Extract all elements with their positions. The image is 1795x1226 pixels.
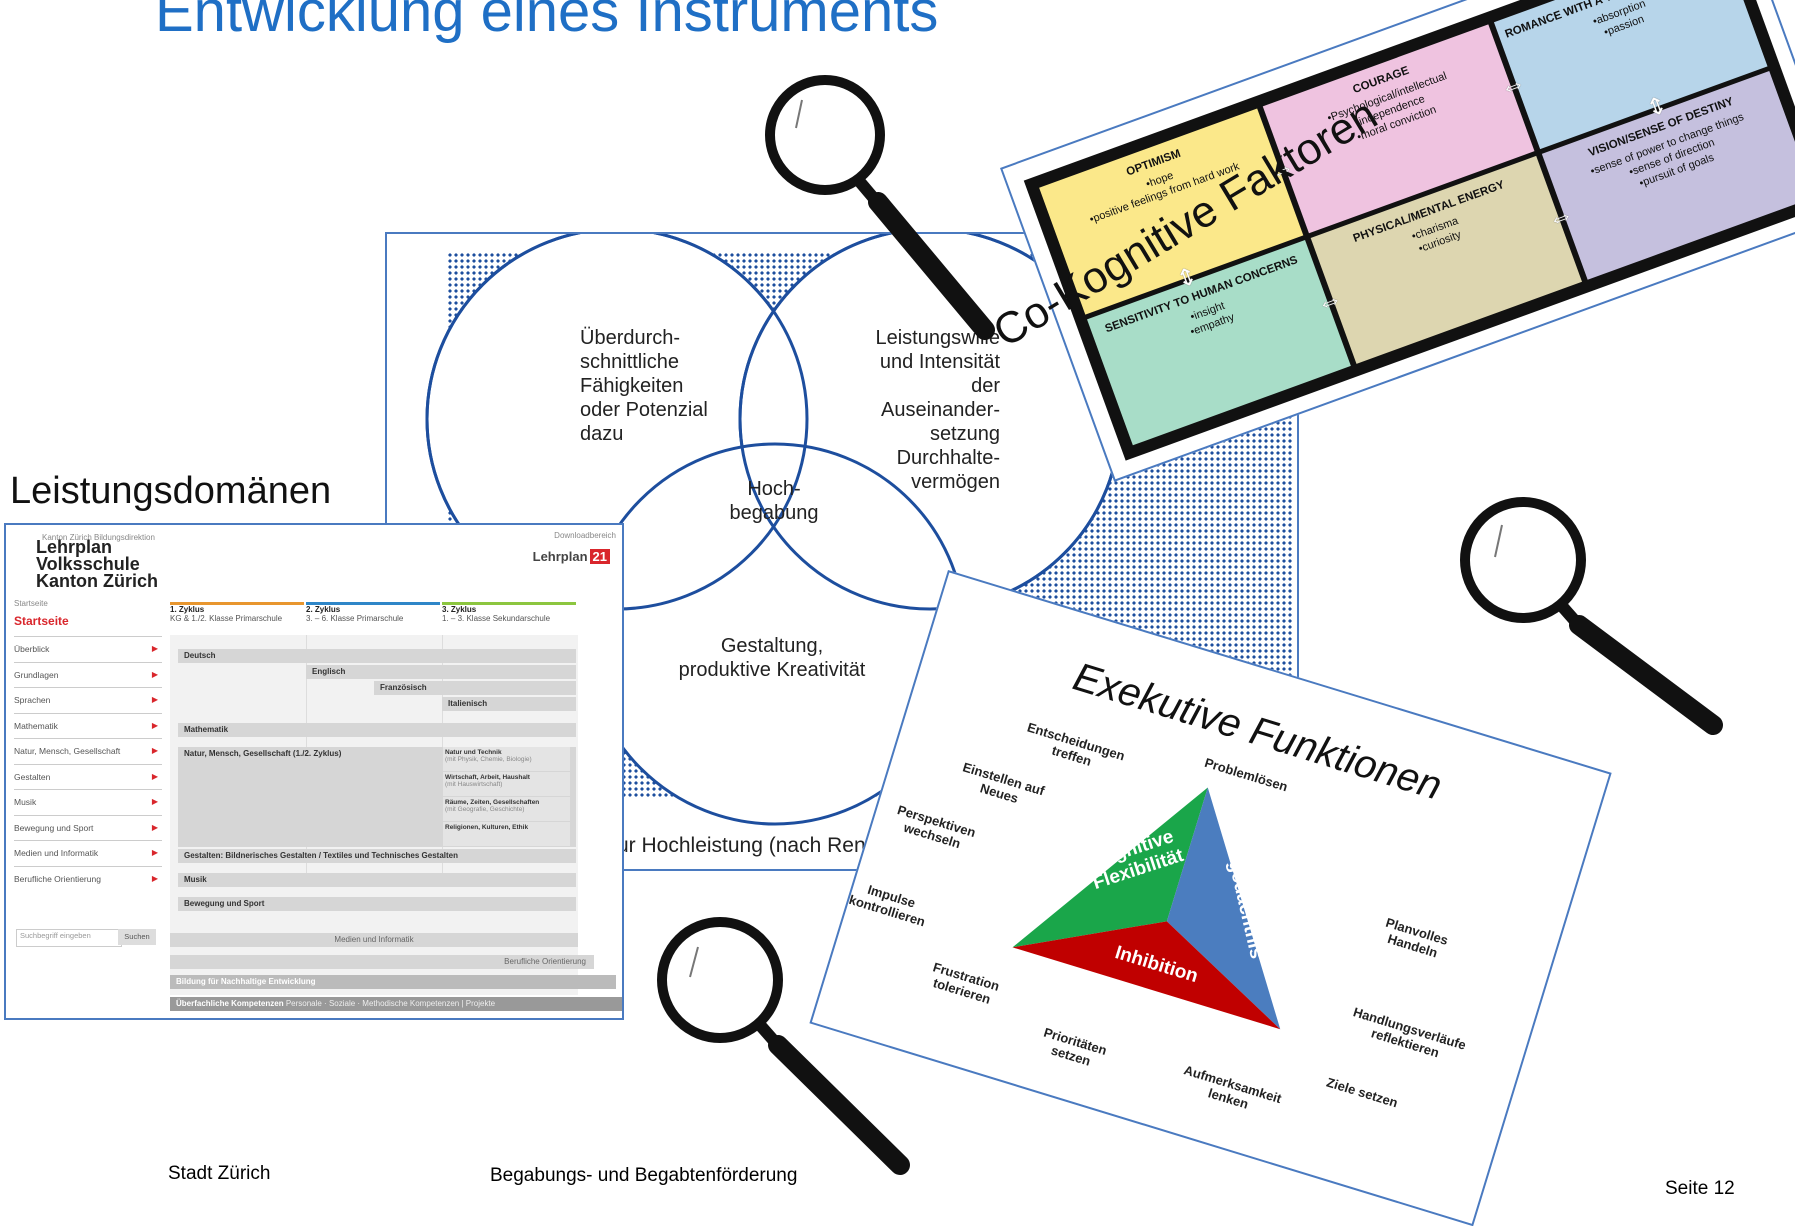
subject-berufliche[interactable]: Berufliche Orientierung: [170, 955, 594, 969]
exek-item: Planvolles Handeln: [1384, 914, 1450, 961]
subject-ueberfachlich[interactable]: Überfachliche Kompetenzen Personale · So…: [170, 997, 622, 1011]
exek-item: Perspektiven wechseln: [895, 802, 978, 852]
footer-page: Seite 12: [1665, 1178, 1735, 1199]
subject-musik[interactable]: Musik: [178, 873, 576, 887]
venn-right-text: Leistungswille und Intensität der Ausein…: [875, 327, 1000, 493]
lehrplan-logo-top: Kanton Zürich Bildungsdirektion: [42, 533, 155, 542]
slide-title: Entwicklung eines Instruments: [155, 0, 939, 44]
nav-item[interactable]: Gestalten: [14, 763, 162, 790]
nmg-sub-3[interactable]: Räume, Zeiten, Gesellschaften(mit Geogra…: [443, 797, 570, 821]
venn-left-text: Überdurch- schnittliche Fähigkeiten oder…: [580, 327, 708, 445]
subject-sport[interactable]: Bewegung und Sport: [178, 897, 576, 911]
magnifier-icon: [657, 917, 910, 1175]
nmg-sub-1[interactable]: Natur und Technik(mit Physik, Chemie, Bi…: [443, 747, 570, 771]
nav-item[interactable]: Überblick: [14, 636, 162, 662]
subject-englisch[interactable]: Englisch: [306, 665, 576, 679]
subject-italienisch[interactable]: Italienisch: [442, 697, 576, 711]
magnifier-icon: [1460, 497, 1723, 735]
venn-center-text: Hoch- begabung: [729, 478, 819, 524]
triangle-diagram: [1012, 787, 1281, 1030]
subject-medien[interactable]: Medien und Informatik: [170, 933, 578, 947]
lehrplan-logo: Lehrplan Volksschule Kanton Zürich: [36, 537, 158, 592]
nav-item[interactable]: Grundlagen: [14, 661, 162, 688]
nav-item[interactable]: Medien und Informatik: [14, 840, 162, 866]
sidebar-nav: Startseite Startseite Überblick Grundlag…: [14, 599, 162, 891]
nav-item[interactable]: Natur, Mensch, Gesellschaft: [14, 738, 162, 764]
venn-diagram: [425, 234, 1122, 826]
nav-item[interactable]: Mathematik: [14, 712, 162, 739]
download-link[interactable]: Downloadbereich: [554, 531, 616, 540]
search-input[interactable]: Suchbegriff eingeben: [16, 929, 122, 947]
subject-bne[interactable]: Bildung für Nachhaltige Entwicklung: [170, 975, 616, 989]
nav-item[interactable]: Musik: [14, 789, 162, 815]
exek-item: Frustration tolerieren: [931, 959, 1002, 1007]
subject-franzoesisch[interactable]: Französisch: [374, 681, 576, 695]
nmg-sub-4[interactable]: Religionen, Kulturen, Ethik: [443, 822, 570, 846]
triangle-red: [1012, 921, 1281, 1030]
venn-bottom-text: Gestaltung, produktive Kreativität: [678, 635, 866, 681]
subject-mathematik[interactable]: Mathematik: [178, 723, 576, 737]
magnifier-icon: [765, 75, 995, 340]
exek-item: Handlungsverläufe reflektieren: [1351, 1004, 1468, 1061]
nav-start[interactable]: Startseite: [14, 614, 69, 628]
nav-item[interactable]: Bewegung und Sport: [14, 814, 162, 841]
lehrplan-panel: Kanton Zürich Bildungsdirektion Lehrplan…: [4, 523, 624, 1020]
footer-left: Stadt Zürich: [168, 1163, 271, 1184]
nav-item[interactable]: Berufliche Orientierung: [14, 865, 162, 892]
nmg-sub-2[interactable]: Wirtschaft, Arbeit, Haushalt(mit Hauswir…: [443, 772, 570, 796]
footer-center: Begabungs- und Begabtenförderung: [490, 1165, 798, 1186]
breadcrumb[interactable]: Startseite: [14, 599, 48, 608]
label-leistungsdomaenen: Leistungsdomänen: [10, 470, 332, 512]
search-button[interactable]: Suchen: [118, 929, 156, 945]
exek-item: Ziele setzen: [1324, 1074, 1400, 1111]
exek-item: Einstellen auf Neues: [961, 759, 1047, 807]
exek-item: Prioritäten setzen: [1041, 1024, 1109, 1069]
triangle-blue: [1166, 787, 1281, 1030]
nav-item[interactable]: Sprachen: [14, 687, 162, 713]
subject-deutsch[interactable]: Deutsch: [178, 649, 576, 663]
exek-item: Aufmerksamkeit lenken: [1182, 1062, 1284, 1112]
subject-gestalten[interactable]: Gestalten: Bildnerisches Gestalten / Tex…: [178, 849, 576, 863]
exekutive-panel: Exekutive Funktionen Kognitive Flexibili…: [809, 570, 1612, 1226]
